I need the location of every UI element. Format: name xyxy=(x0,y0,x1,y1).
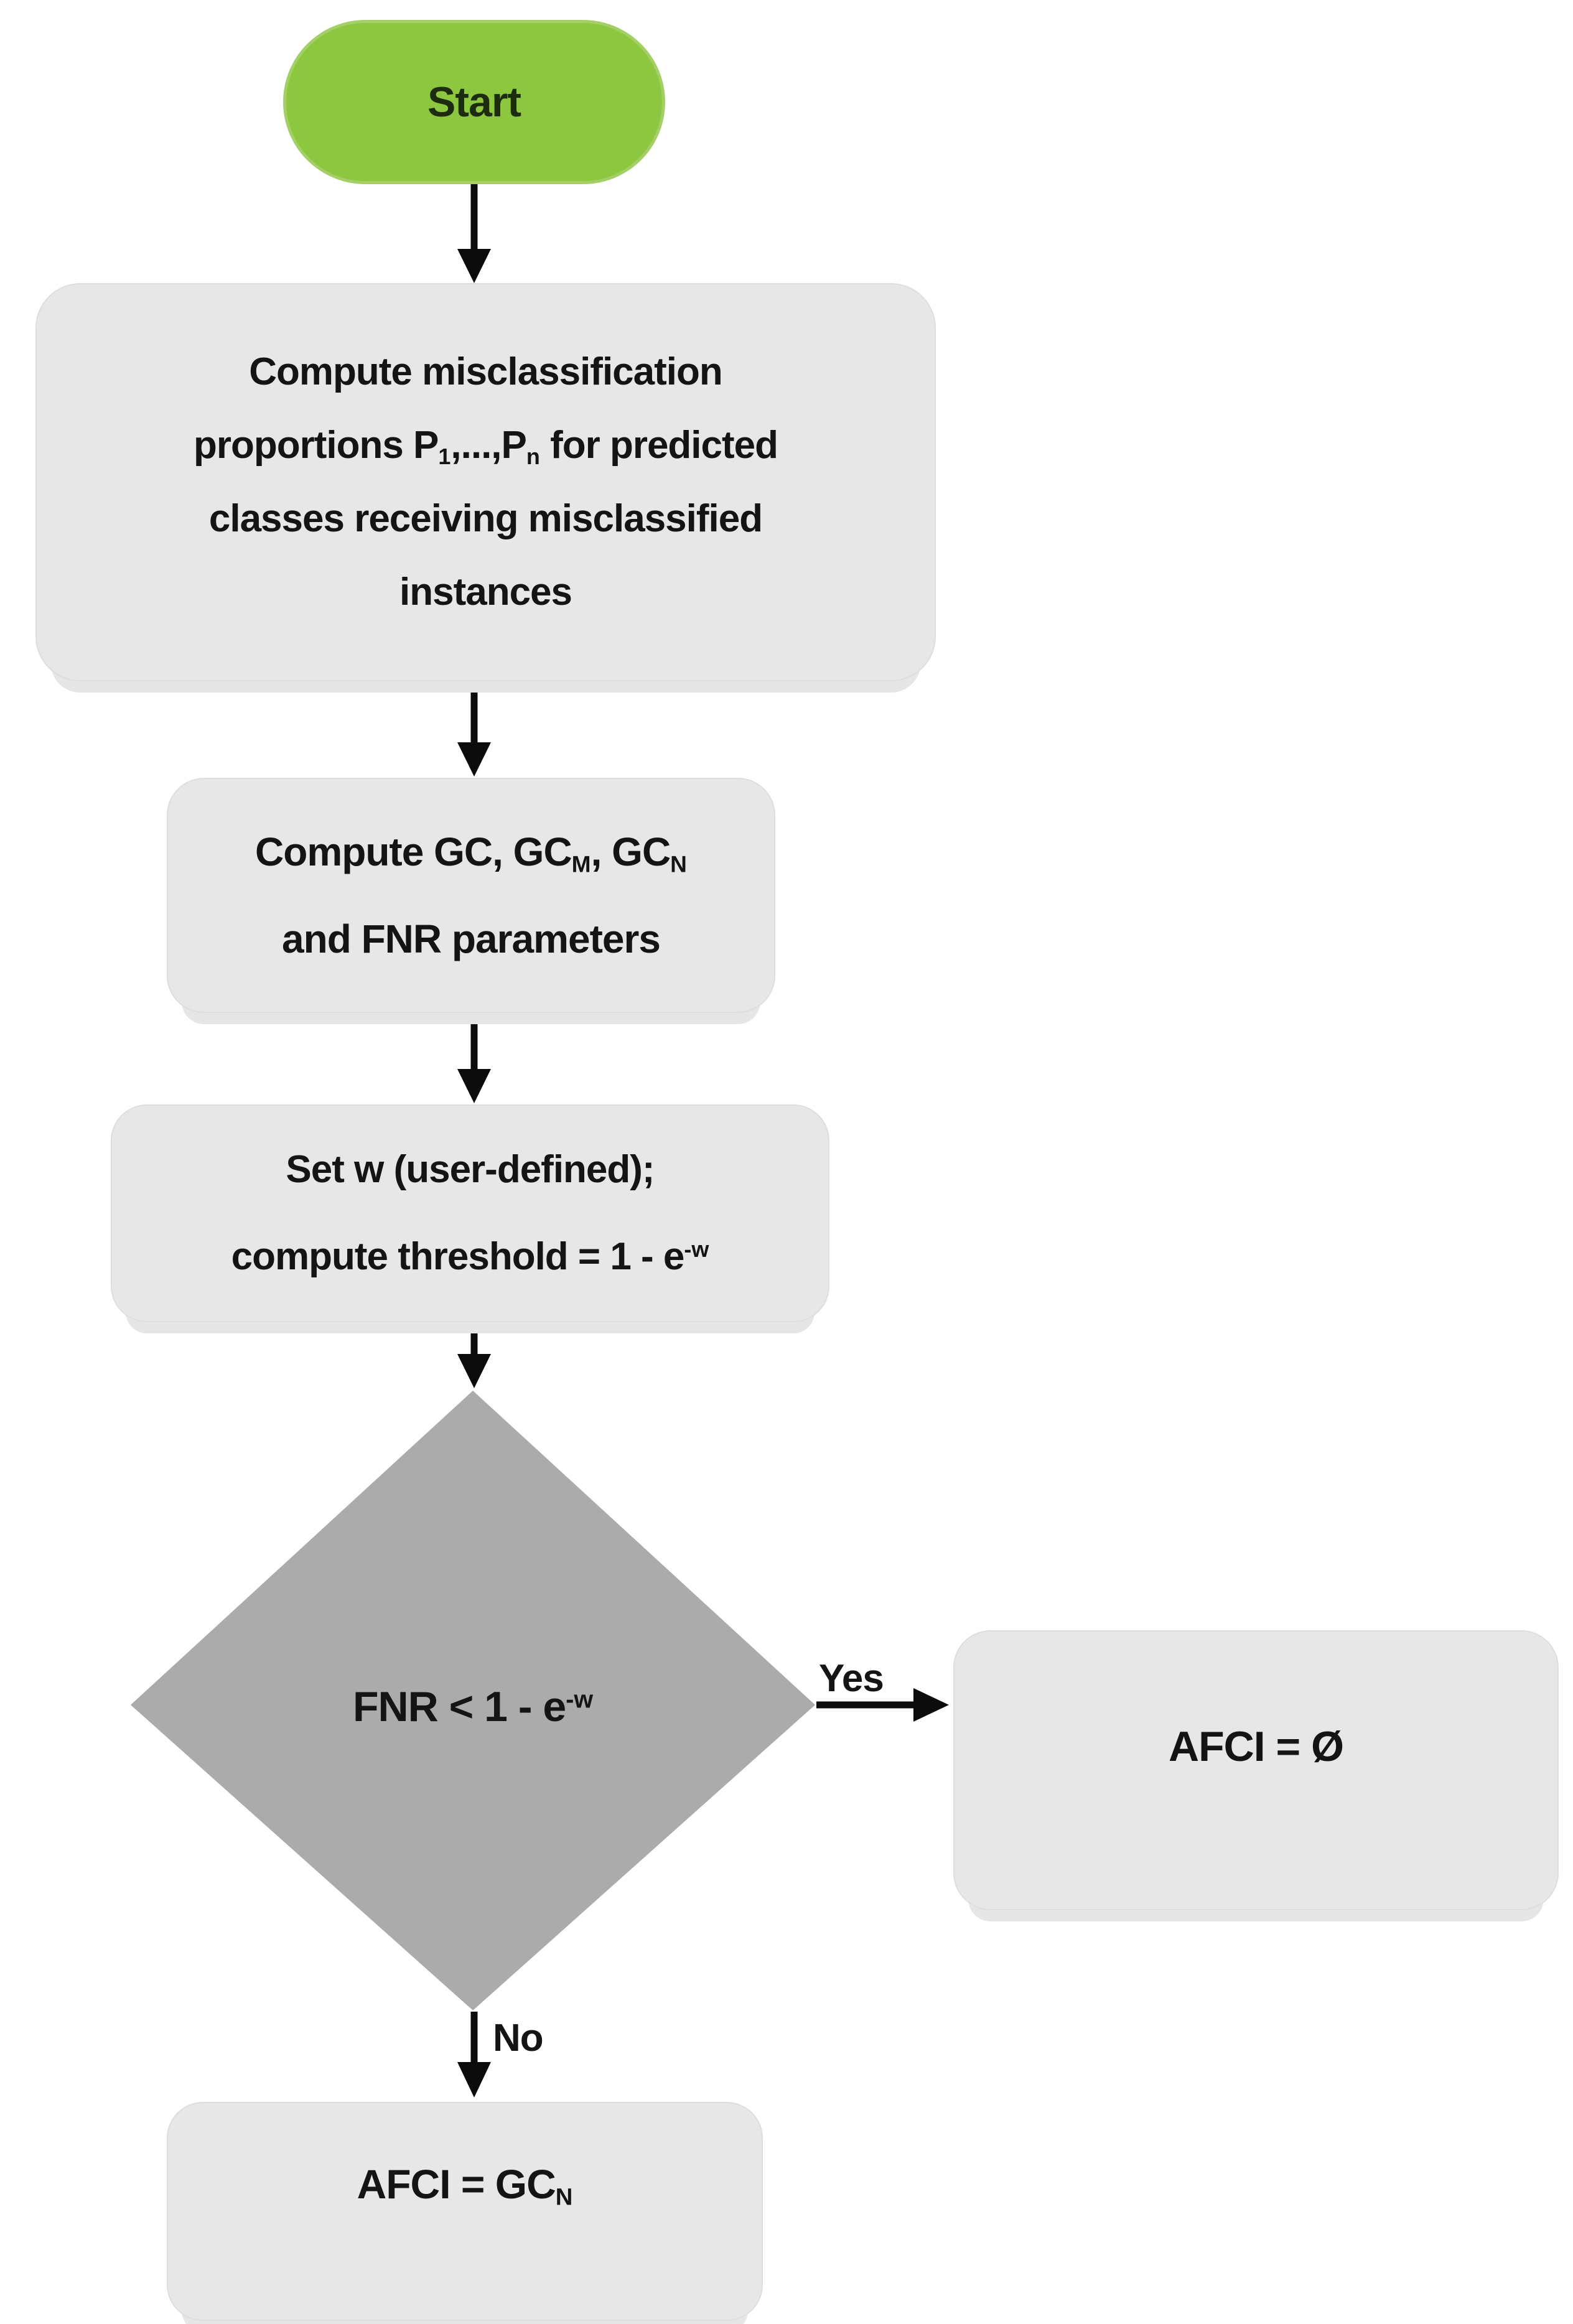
afci-gcn-label: AFCI = GCN xyxy=(357,2161,573,2211)
node-start: Start xyxy=(283,20,665,184)
arrow-decision-no-to-afci-gcn xyxy=(457,2012,491,2098)
arrow-threshold-to-decision xyxy=(457,1323,491,1388)
edge-label-no: No xyxy=(493,2017,544,2060)
arrow-proportions-to-parameters xyxy=(457,683,491,777)
afci-empty-label: AFCI = Ø xyxy=(1168,1723,1344,1770)
node-decision-fnr: FNR < 1 - e-w xyxy=(129,1389,816,2012)
node-set-w-compute-threshold: Set w (user-defined);compute threshold =… xyxy=(111,1104,829,1322)
decision-label: FNR < 1 - e-w xyxy=(352,1683,594,1730)
edge-label-yes: Yes xyxy=(819,1657,884,1700)
node-afci-gcn: AFCI = GCN xyxy=(167,2102,763,2321)
arrow-start-to-proportions xyxy=(457,184,491,283)
node-afci-empty-set: AFCI = Ø xyxy=(953,1630,1559,1910)
arrow-parameters-to-threshold xyxy=(457,1014,491,1103)
decision-diamond-shape xyxy=(131,1391,815,2010)
